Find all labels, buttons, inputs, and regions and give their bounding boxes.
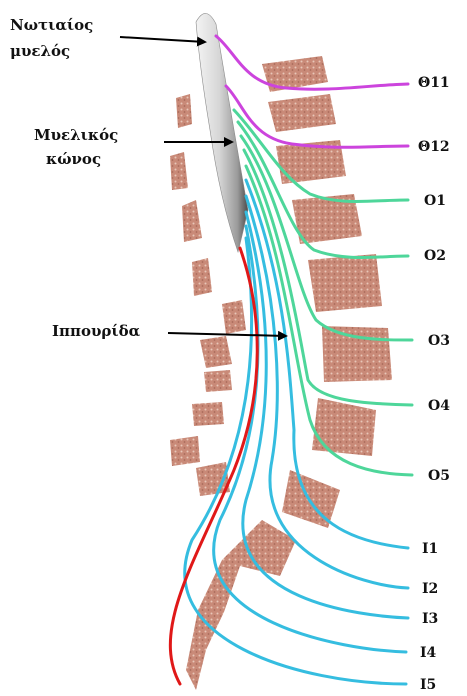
conus-label: κώνος [46, 150, 101, 168]
spinal-cord-label: Νωτιαίος [10, 16, 93, 34]
nerve-label: Ο2 [424, 248, 446, 264]
spinous-process [170, 152, 188, 190]
cauda-equina-label: Ιππουρίδα [52, 322, 141, 340]
nerve-label: Ι5 [420, 677, 436, 693]
spinous-process [170, 436, 200, 466]
labels: Θ11Θ12Ο1Ο2Ο3Ο4Ο5Ι1Ι2Ι3Ι4Ι5 [418, 75, 450, 693]
nerve-label: Ο3 [428, 333, 450, 349]
vertebral-column [170, 56, 392, 690]
nerve-label: Ι4 [420, 645, 437, 661]
vertebra [308, 254, 382, 312]
spinous-process [200, 336, 232, 368]
spinal-cord-arrow [120, 37, 205, 42]
spinal-cord [196, 13, 248, 252]
spinous-process [204, 370, 232, 392]
spinous-process [192, 258, 212, 296]
vertebra [268, 94, 336, 132]
nerve-label: Θ12 [418, 139, 450, 155]
spinous-process [176, 94, 192, 128]
nerve-label: Θ11 [418, 75, 450, 91]
vertebra [282, 470, 340, 528]
spinous-process [192, 402, 224, 426]
nerve-label: Ι3 [422, 611, 438, 627]
nerve-label: Ο4 [428, 398, 450, 414]
spinal-cord-label: μυελός [10, 42, 70, 60]
conus-label: Μυελικός [34, 126, 118, 144]
nerve-label: Ι1 [422, 541, 438, 557]
vertebra [312, 398, 376, 456]
spinous-process [182, 200, 202, 242]
nerve-label: Ο5 [428, 468, 450, 484]
vertebra [322, 326, 392, 382]
spinous-process [222, 300, 246, 334]
nerve-label: Ι2 [422, 581, 438, 597]
nerve-label: Ο1 [424, 193, 446, 209]
